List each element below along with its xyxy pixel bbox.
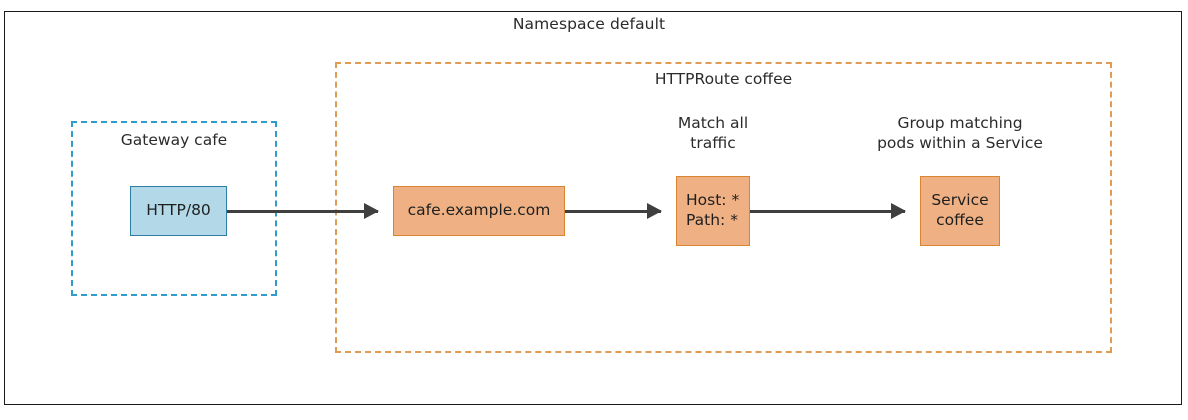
hostname-node[interactable]: cafe.example.com bbox=[393, 186, 565, 236]
namespace-title: Namespace default bbox=[512, 15, 666, 33]
httproute-container bbox=[335, 62, 1112, 353]
backend-service-node[interactable]: Service coffee bbox=[920, 176, 1000, 246]
backend-node-caption: Group matching pods within a Service bbox=[877, 114, 1043, 152]
edge-hostname-to-match-arrow bbox=[565, 209, 661, 213]
match-node-caption: Match all traffic bbox=[677, 114, 749, 152]
edge-match-to-backend-arrow bbox=[750, 209, 905, 213]
edge-listener-to-hostname-arrow bbox=[227, 209, 378, 213]
gateway-listener-node[interactable]: HTTP/80 bbox=[130, 186, 227, 236]
httproute-title: HTTPRoute coffee bbox=[654, 70, 793, 88]
gateway-container bbox=[71, 121, 277, 296]
match-rules-node[interactable]: Host: * Path: * bbox=[676, 176, 750, 246]
gateway-title: Gateway cafe bbox=[120, 131, 228, 149]
